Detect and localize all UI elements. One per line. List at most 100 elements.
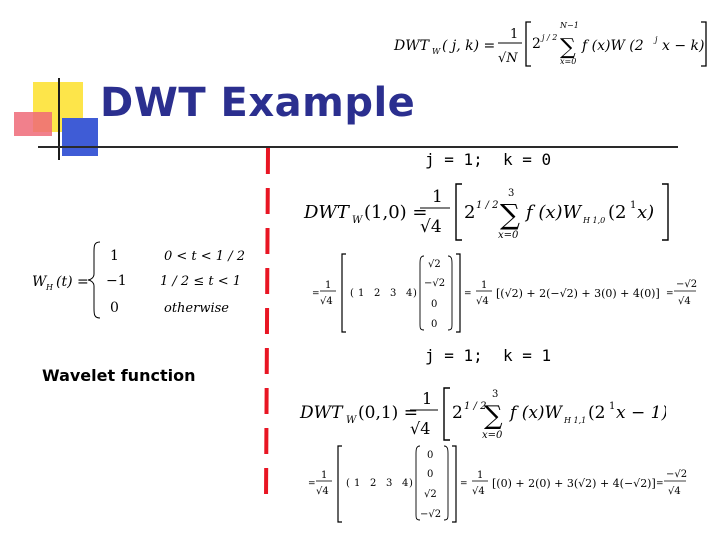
- logo-horizontal-line: [38, 146, 678, 148]
- svg-text:W: W: [32, 274, 48, 290]
- svg-text:=: =: [308, 479, 316, 489]
- svg-text:1: 1: [422, 389, 432, 408]
- svg-text:1: 1: [325, 280, 331, 291]
- expansion-dwt-1-0: = 1 √4 ( 1 2 3 4 ) √2 −√2 0 0 = 1 √4 [(√…: [312, 253, 697, 333]
- row-paren-right: ): [413, 288, 417, 299]
- svg-text:x=0: x=0: [498, 230, 519, 241]
- svg-text:DWT: DWT: [299, 403, 344, 423]
- svg-text:1: 1: [358, 288, 364, 299]
- svg-text:3: 3: [492, 389, 498, 400]
- svg-text:[(0) + 2(0) + 3(√2) + 4(−√2)]: [(0) + 2(0) + 3(√2) + 4(−√2)]: [492, 477, 656, 490]
- svg-text:1: 1: [630, 200, 636, 211]
- svg-text:1 / 2 ≤ t < 1: 1 / 2 ≤ t < 1: [160, 274, 241, 289]
- svg-text:(1,0) =: (1,0) =: [364, 202, 427, 223]
- logo-blue-square: [62, 118, 98, 156]
- svg-text:−1: −1: [106, 273, 127, 289]
- sum-sign-k1: ∑: [484, 401, 503, 431]
- svg-text:−√2: −√2: [424, 278, 445, 289]
- svg-text:√4: √4: [410, 419, 430, 438]
- wavelet-function-label: Wavelet function: [42, 366, 196, 385]
- svg-text:√4: √4: [476, 296, 489, 307]
- expansion-dwt-0-1: = 1 √4 ( 1 2 3 4 ) 0 0 √2 −√2 = 1 √4 [(0…: [308, 445, 687, 523]
- svg-text:N−1: N−1: [559, 21, 579, 30]
- svg-text:x): x): [637, 202, 654, 223]
- svg-text:(2: (2: [588, 403, 605, 423]
- svg-text:0: 0: [427, 469, 433, 480]
- svg-text:x=0: x=0: [560, 57, 576, 66]
- sum-sign: ∑: [560, 35, 576, 60]
- svg-text:0: 0: [427, 450, 433, 461]
- svg-text:0: 0: [431, 319, 437, 330]
- svg-text:4: 4: [406, 288, 412, 299]
- svg-text:W: W: [352, 215, 363, 226]
- svg-text:W: W: [432, 47, 441, 56]
- svg-text:1: 1: [481, 280, 487, 291]
- svg-text:j: j: [653, 35, 658, 44]
- svg-text:1: 1: [609, 401, 615, 412]
- svg-text:H 1,1: H 1,1: [563, 416, 586, 425]
- svg-text:x=0: x=0: [482, 430, 503, 441]
- condition-j-1: j = 1;: [425, 150, 483, 169]
- svg-text:√4: √4: [420, 217, 442, 237]
- svg-text:=: =: [666, 289, 674, 299]
- red-dashed-divider: [264, 148, 270, 500]
- formula-dwt-1-0: DWT W (1,0) = 1 √4 2 1 / 2 3 ∑ x=0 f (x)…: [303, 183, 669, 241]
- svg-text:4: 4: [402, 478, 408, 489]
- svg-text:1 / 2: 1 / 2: [464, 401, 486, 412]
- svg-text:1: 1: [432, 187, 443, 207]
- svg-text:H: H: [45, 283, 54, 292]
- svg-text:[(√2) + 2(−√2) + 3(0) + 4(0)]: [(√2) + 2(−√2) + 3(0) + 4(0)]: [496, 287, 660, 300]
- row-paren-right-k1: ): [409, 478, 413, 489]
- condition-k-1: k = 1: [503, 346, 552, 365]
- svg-text:f (x)W (2: f (x)W (2: [581, 38, 644, 54]
- svg-text:√4: √4: [316, 486, 329, 497]
- formula-general: DWT W ( j, k) = 1 √N 2 j / 2 N−1 ∑ x=0 f…: [393, 21, 707, 67]
- svg-text:1: 1: [354, 478, 360, 489]
- svg-text:1 / 2: 1 / 2: [476, 200, 498, 211]
- svg-text:−√2: −√2: [676, 279, 697, 290]
- svg-text:=: =: [464, 289, 472, 299]
- svg-text:3: 3: [386, 478, 392, 489]
- svg-text:(t) =: (t) =: [56, 274, 89, 290]
- svg-text:3: 3: [508, 188, 514, 199]
- svg-text:x − k): x − k): [662, 38, 704, 54]
- svg-text:x − 1): x − 1): [616, 403, 666, 423]
- svg-text:2: 2: [374, 288, 380, 299]
- slide-title: DWT Example: [100, 80, 416, 126]
- formula-dwt-0-1: DWT W (0,1) = 1 √4 2 1 / 2 3 ∑ x=0 f (x)…: [299, 387, 666, 441]
- svg-text:√4: √4: [320, 296, 333, 307]
- row-paren-left-k1: (: [346, 478, 350, 489]
- svg-text:(0,1) =: (0,1) =: [358, 403, 418, 423]
- svg-text:2: 2: [464, 202, 475, 223]
- svg-text:W: W: [346, 415, 357, 426]
- svg-text:√2: √2: [428, 259, 441, 270]
- svg-text:−√2: −√2: [666, 469, 687, 480]
- svg-text:0: 0: [110, 300, 119, 316]
- svg-text:0: 0: [431, 299, 437, 310]
- svg-text:DWT: DWT: [303, 202, 351, 223]
- condition-k-0: k = 0: [503, 150, 552, 169]
- svg-text:2: 2: [370, 478, 376, 489]
- svg-text:2: 2: [452, 403, 463, 423]
- svg-text:√2: √2: [424, 489, 437, 500]
- row-paren-left: (: [350, 288, 354, 299]
- logo-vertical-line: [58, 78, 60, 160]
- svg-text:1: 1: [110, 248, 119, 264]
- svg-text:DWT: DWT: [393, 38, 431, 54]
- svg-text:√4: √4: [668, 486, 681, 497]
- svg-text:otherwise: otherwise: [164, 301, 229, 316]
- svg-text:=: =: [656, 479, 664, 489]
- svg-text:=: =: [312, 289, 320, 299]
- svg-text:( j, k) =: ( j, k) =: [442, 38, 495, 54]
- svg-text:f (x)W: f (x)W: [524, 202, 583, 223]
- svg-text:0 < t < 1 / 2: 0 < t < 1 / 2: [164, 249, 245, 264]
- logo-red-square: [14, 112, 52, 136]
- svg-text:1: 1: [510, 27, 518, 42]
- svg-text:1: 1: [477, 470, 483, 481]
- svg-text:2: 2: [532, 36, 541, 52]
- svg-text:j / 2: j / 2: [540, 33, 557, 42]
- condition-j-1-second: j = 1;: [425, 346, 483, 365]
- svg-text:(2: (2: [608, 202, 626, 223]
- formula-wavelet: W H (t) = 1 0 < t < 1 / 2 −1 1 / 2 ≤ t <…: [32, 241, 245, 319]
- svg-text:1: 1: [321, 470, 327, 481]
